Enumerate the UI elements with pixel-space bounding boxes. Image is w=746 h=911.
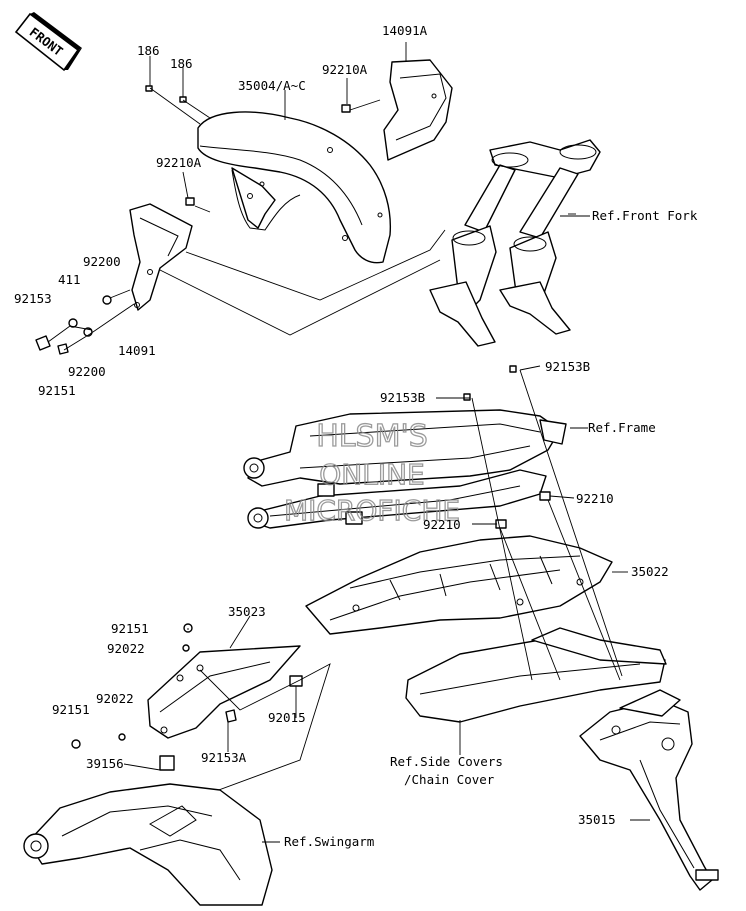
reference-labels: Ref.Front Fork Ref.Frame Ref.Side Covers… [284,208,698,849]
callout-14091a: 14091A [382,23,428,38]
side-cover [405,627,667,723]
callout-92200-bottom: 92200 [68,364,106,379]
callout-39156: 39156 [86,756,124,771]
callout-92153b-left: 92153B [380,390,425,405]
callout-92151-mid: 92151 [111,621,149,636]
ref-frame: Ref.Frame [588,420,656,435]
watermark-line-2: ONLINE [319,458,424,491]
watermark-line-1: HLSM'S [316,419,428,454]
callout-labels: 14091A 186 186 35004/A~C 92210A 92210A 9… [14,23,669,827]
callout-186-left: 186 [137,43,160,58]
ref-swingarm: Ref.Swingarm [284,834,374,849]
callout-35015: 35015 [578,812,616,827]
callout-92153a: 92153A [201,750,247,765]
watermark: HLSM'S ONLINE MICROFICHE [283,418,460,527]
callout-92210-right: 92210 [576,491,614,506]
callout-92022-bottom: 92022 [96,691,134,706]
callout-92200-top: 92200 [83,254,121,269]
callout-35004: 35004/A~C [238,78,306,93]
ref-side-covers: Ref.Side Covers [390,754,503,769]
callout-92151-low: 92151 [52,702,90,717]
callout-92153: 92153 [14,291,52,306]
front-fork-assembly [429,139,601,347]
callout-92210a-mid: 92210A [156,155,202,170]
ref-chain-cover: /Chain Cover [404,772,495,787]
callout-411: 411 [58,272,81,287]
rear-fender [579,689,719,891]
callout-14091: 14091 [118,343,156,358]
callout-92210-left: 92210 [423,517,461,532]
callout-186-right: 186 [170,56,193,71]
rear-frame-assembly [243,365,567,529]
rear-inner-cover [305,535,613,635]
leader-lines [123,42,650,843]
callout-35022: 35022 [631,564,669,579]
ref-front-fork: Ref.Front Fork [592,208,698,223]
callout-92022-top: 92022 [107,641,145,656]
watermark-line-3: MICROFICHE [284,494,460,527]
swingarm [23,783,273,906]
front-direction-tag: FRONT [14,12,82,72]
callout-92015: 92015 [268,710,306,725]
callout-92210a-top: 92210A [322,62,368,77]
front-fender-assembly [35,59,453,355]
callout-92153b-right: 92153B [545,359,590,374]
callout-92151-top: 92151 [38,383,76,398]
callout-35023: 35023 [228,604,266,619]
